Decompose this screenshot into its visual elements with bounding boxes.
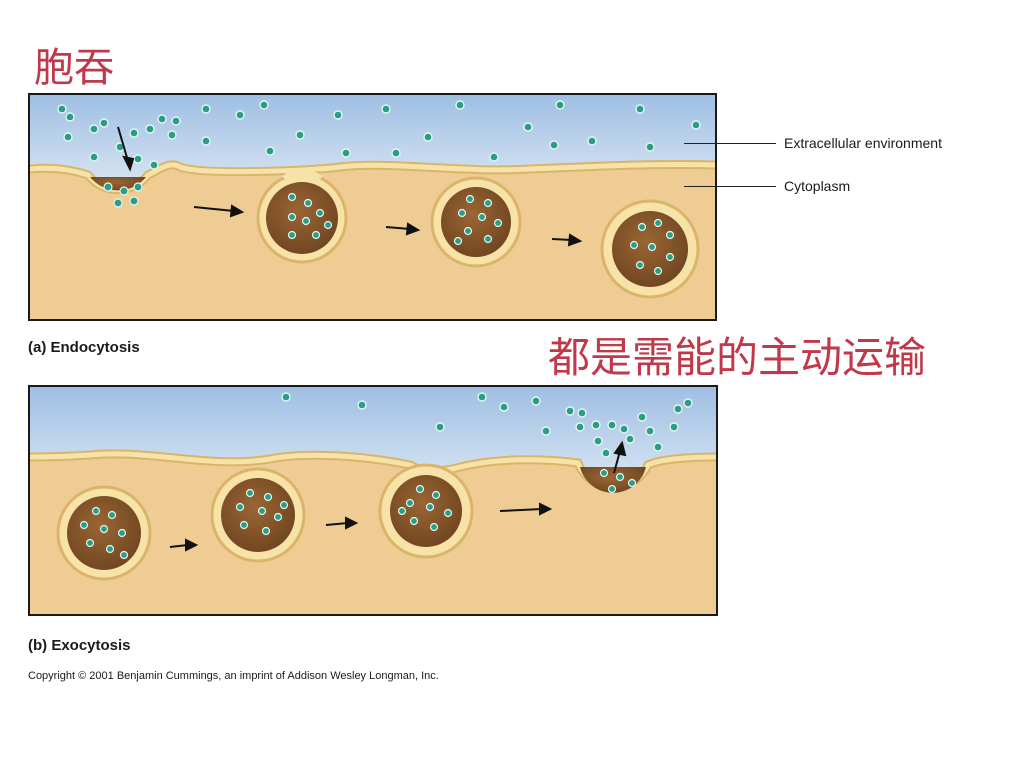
endocytosis-caption: (a) Endocytosis xyxy=(28,339,140,356)
extracellular-particles xyxy=(57,100,701,170)
internal-vesicle xyxy=(430,176,522,268)
fusing-vesicle xyxy=(378,463,474,559)
pinching-vesicle xyxy=(256,172,348,264)
active-transport-note: 都是需能的主动运输 xyxy=(548,333,927,382)
extracellular-leader-line xyxy=(684,143,776,144)
endocytosis-chinese-label: 胞吞 xyxy=(34,45,114,91)
secretory-vesicle-2 xyxy=(210,467,306,563)
exocytosis-illustration xyxy=(30,387,716,614)
endocytosis-illustration xyxy=(30,95,715,319)
cytoplasm-leader-line xyxy=(684,186,776,187)
released-particles xyxy=(281,392,693,458)
extracellular-label: Extracellular environment xyxy=(784,135,942,151)
extracellular-area xyxy=(30,387,716,488)
exocytosis-caption: (b) Exocytosis xyxy=(28,637,131,654)
copyright-notice: Copyright © 2001 Benjamin Cummings, an i… xyxy=(28,670,439,682)
process-arrows xyxy=(117,126,583,247)
cytoplasm-label: Cytoplasm xyxy=(784,178,851,194)
process-arrows xyxy=(169,440,627,552)
exocytosis-panel xyxy=(28,385,718,616)
internalized-particles xyxy=(103,182,675,276)
endocytosis-panel xyxy=(28,93,717,321)
vesicle-contents xyxy=(79,468,637,560)
